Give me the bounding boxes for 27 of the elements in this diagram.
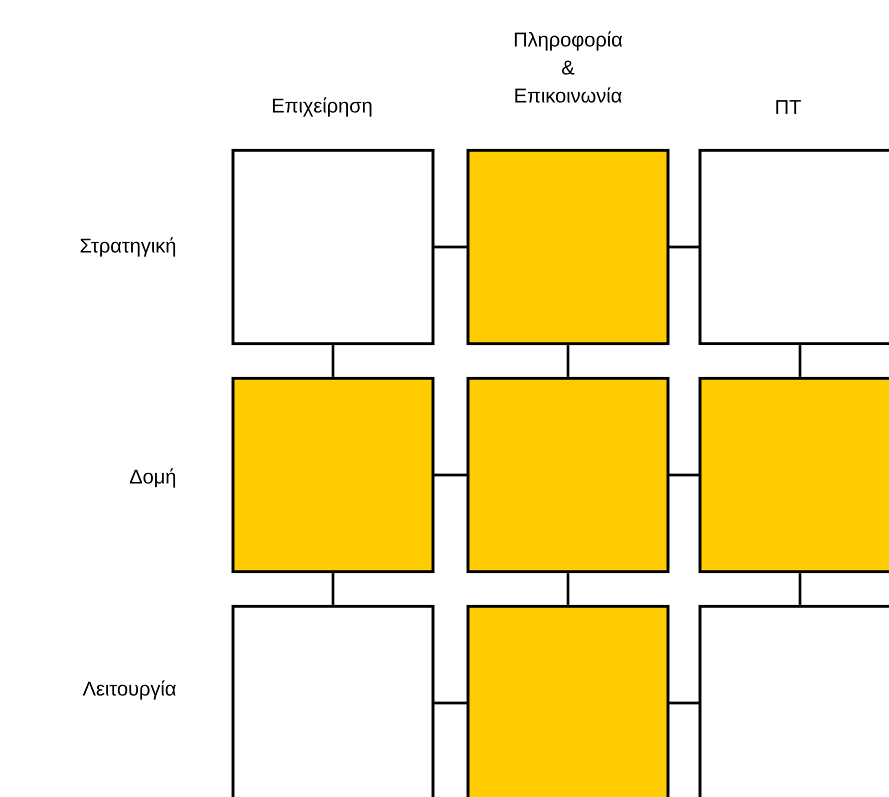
row-header: Στρατηγική xyxy=(80,237,176,257)
connector-line xyxy=(332,573,334,605)
row-header: Δομή xyxy=(130,468,176,488)
grid-box xyxy=(698,148,889,346)
column-header: Πληροφορία & Επικοινωνία xyxy=(514,31,622,103)
column-header: ΠΤ xyxy=(776,100,801,114)
connector-line xyxy=(566,345,570,377)
grid-box xyxy=(698,376,889,574)
connector-line xyxy=(798,345,802,377)
grid-box xyxy=(698,604,889,797)
grid-box xyxy=(466,604,670,797)
grid-box xyxy=(232,148,434,346)
column-header: Επιχείρηση xyxy=(272,97,372,117)
connector-line xyxy=(669,474,699,476)
connector-line xyxy=(566,573,570,605)
row-header: Λειτουργία xyxy=(82,680,176,700)
connector-line xyxy=(332,345,334,377)
connector-line xyxy=(798,573,802,605)
grid-box xyxy=(232,604,434,797)
connector-line xyxy=(434,246,467,248)
grid-box xyxy=(232,376,434,574)
grid-box xyxy=(466,148,670,346)
connector-line xyxy=(669,702,699,704)
connector-line xyxy=(434,702,467,704)
connector-line xyxy=(434,474,467,476)
connector-line xyxy=(669,246,699,248)
grid-box xyxy=(466,376,670,574)
